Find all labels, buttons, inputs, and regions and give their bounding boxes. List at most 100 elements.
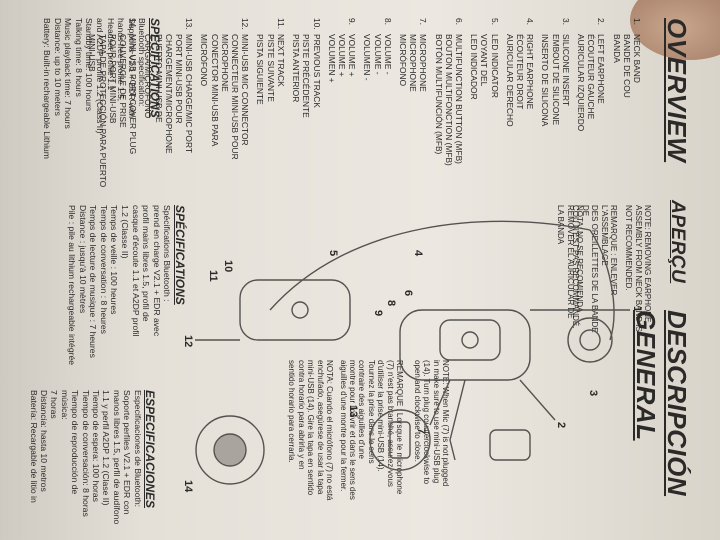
spec-line: profil mains libres 1.5, profil de <box>141 205 152 322</box>
spec-line: and A2DP profile 1.2 (Class II) <box>95 18 106 134</box>
legend-line: PISTE PRÉCÉDENTE <box>301 34 312 118</box>
specifications-spanish: ESPECIFICACIONES Especificaciones de Blu… <box>28 390 157 525</box>
neck-band-top <box>589 229 615 341</box>
legend-line: PREVIOUS TRACK <box>311 34 322 108</box>
legend-line: VOLUMEN + <box>326 34 337 83</box>
spec-line: Temps de conversation : 8 heures <box>98 205 109 334</box>
callout-8: 8 <box>385 300 397 306</box>
legend-line: VOLUME - <box>372 34 383 75</box>
spec-line: Supports V2.1 + EDR with <box>126 18 137 119</box>
spec-line: prend en charge V2.1 + EDR avec <box>151 205 162 337</box>
spec-line: Distancia: hasta 10 metros <box>38 390 49 492</box>
spec-line: Talking time: 8 hours <box>73 18 84 97</box>
spec-line: 7 horas <box>49 390 60 419</box>
legend-number: 10. <box>311 18 322 30</box>
headset-illustration: 1 2 3 4 5 6 7 8 9 10 11 12 13 14 <box>182 220 643 493</box>
legend-number: 7. <box>418 18 429 25</box>
legend-number: 12. <box>240 18 251 30</box>
callout-14: 14 <box>182 480 194 493</box>
left-led <box>291 301 309 319</box>
spec-line: Headset profile 1.1 <box>105 18 116 91</box>
callout-11: 11 <box>207 270 219 282</box>
neck-band-line <box>269 220 591 311</box>
legend-line: ÉCOUTEUR GAUCHE <box>586 34 597 120</box>
spec-line: manos libres 1.5, perfil de audífono <box>111 390 122 525</box>
legend-line: SILICONE INSERT <box>560 34 571 106</box>
legend-item: 9. VOLUME +VOLUME +VOLUMEN + <box>326 18 358 198</box>
legend-line: VOLUME - <box>382 34 393 75</box>
overview-heading: OVERVIEW <box>662 18 692 163</box>
port-zoom-circle <box>195 415 265 485</box>
legend-line: LED INDICATOR <box>489 34 500 98</box>
specifications-french: SPÉCIFICATIONS Spécifications Bluetooth … <box>66 205 187 380</box>
legend-line: CONNECTEUR mini-USB POUR MICROPHONE <box>219 34 241 160</box>
legend-text: VOLUME -VOLUME -VOLUMEN - <box>362 34 393 198</box>
spec-line: Bluetooth specification: <box>137 18 148 107</box>
legend-line: BOTÓN MULTIFUNCIÓN (MFB) <box>433 34 444 155</box>
apercu-heading: APERÇU <box>667 200 688 284</box>
legend-number: 5. <box>489 18 500 25</box>
callout-12: 12 <box>182 335 194 347</box>
legend-number: 3. <box>560 18 571 25</box>
legend-line: ÉCOUTEUR DROIT <box>514 34 525 110</box>
legend-line: MULTIFUNCTION BUTTON (MFB) <box>453 34 464 164</box>
spec-line: Temps de veille : 100 heures <box>109 205 120 315</box>
silicone-insert <box>567 317 613 363</box>
legend-line: VOYANT DEL <box>479 34 490 87</box>
spec-line: Standby time: 100 hours <box>84 18 95 112</box>
legend-line: VOLUMEN - <box>362 34 373 81</box>
spec-line: hands free profile 1.5, <box>116 18 127 102</box>
legend-line: BOUTON MULTIFONCTION (MFB) <box>443 34 454 166</box>
specifications-english: SPECIFICATIONS Bluetooth specification:S… <box>41 18 162 193</box>
legend-number: 6. <box>453 18 464 25</box>
spec-line: Music playback time: 7 hours <box>63 18 74 129</box>
legend-line: PISTE SUIVANTE <box>265 34 276 102</box>
legend-line: LED INDICADOR <box>469 34 480 100</box>
legend-line: MICROPHONE <box>418 34 429 92</box>
legend-line: mini-USB MIC CONNECTOR <box>240 34 251 146</box>
spec-line: 1.1 y perfil A2DP 1.2 (Clase II) <box>101 390 112 506</box>
port-plug <box>213 433 247 467</box>
legend-text: VOLUME +VOLUME +VOLUMEN + <box>326 34 357 198</box>
leader-7 <box>429 379 451 426</box>
legend-number: 9. <box>347 18 358 25</box>
callout-13: 13 <box>347 405 359 417</box>
legend-line: NECK BAND <box>632 34 642 83</box>
legend-line: MICROPHONE <box>408 34 419 92</box>
spec-line: casque d'écoute 1.1 et A2DP profil <box>130 205 141 337</box>
spec-line: Distance : jusqu'à 10 mètres <box>77 205 88 314</box>
legend-line: mini-USB CHARGE/MIC PORT <box>184 34 195 153</box>
spec-line: Tiempo de reproducción de música: <box>59 390 81 495</box>
spec-line: Batería: Recargable de litio in <box>28 390 39 503</box>
legend-line: MICRÓFONO <box>397 34 408 87</box>
legend-line: VOLUME + <box>336 34 347 77</box>
legend-number: 4. <box>525 18 536 25</box>
leader-2 <box>519 379 556 421</box>
spec-line: Especificaciones de Bluetooth: <box>132 390 143 508</box>
legend-line: PISTA SIGUIENTE <box>255 34 266 105</box>
callout-7: 7 <box>415 428 427 434</box>
legend-number: 1. <box>632 18 642 25</box>
legend-line: LEFT EARPHONE <box>596 34 607 104</box>
headset-diagram: 1 2 3 4 5 6 7 8 9 10 11 12 13 14 <box>180 190 650 530</box>
spec-line: Tiempo de conversación: 8 horas <box>80 390 91 517</box>
callout-1: 1 <box>631 306 643 312</box>
legend-line: BANDE DE COU <box>621 34 632 98</box>
